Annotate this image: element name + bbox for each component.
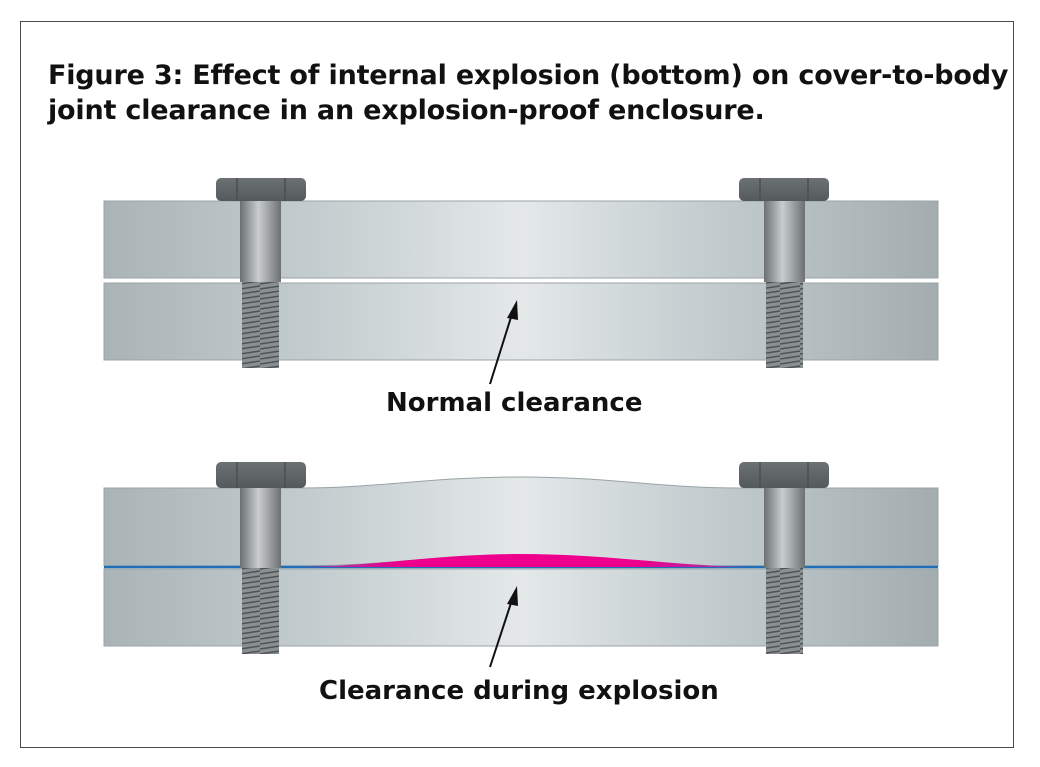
enlarged-clearance-region [282, 554, 760, 567]
body-plate-exploded [103, 568, 939, 647]
cover-plate-normal [103, 200, 939, 279]
figure-title: Figure 3: Effect of internal explosion (… [48, 58, 1008, 128]
pointer-arrow-icon [489, 586, 518, 668]
cover-plate-deformed [103, 476, 939, 567]
hex-bolt-icon [216, 462, 306, 654]
pointer-arrow-icon [489, 300, 518, 385]
hex-bolt-icon [739, 178, 829, 368]
explosion-clearance-label: Clearance during explosion [319, 676, 719, 706]
normal-clearance-label: Normal clearance [386, 388, 643, 418]
hex-bolt-icon [739, 462, 829, 654]
hex-bolt-icon [216, 178, 306, 368]
figure-title-line-1: Figure 3: Effect of internal explosion (… [48, 60, 1009, 91]
explosion-joint-assembly [103, 462, 939, 668]
body-plate-normal [103, 282, 939, 361]
normal-joint-assembly [103, 178, 939, 385]
figure-title-line-2: joint clearance in an explosion-proof en… [48, 95, 765, 126]
